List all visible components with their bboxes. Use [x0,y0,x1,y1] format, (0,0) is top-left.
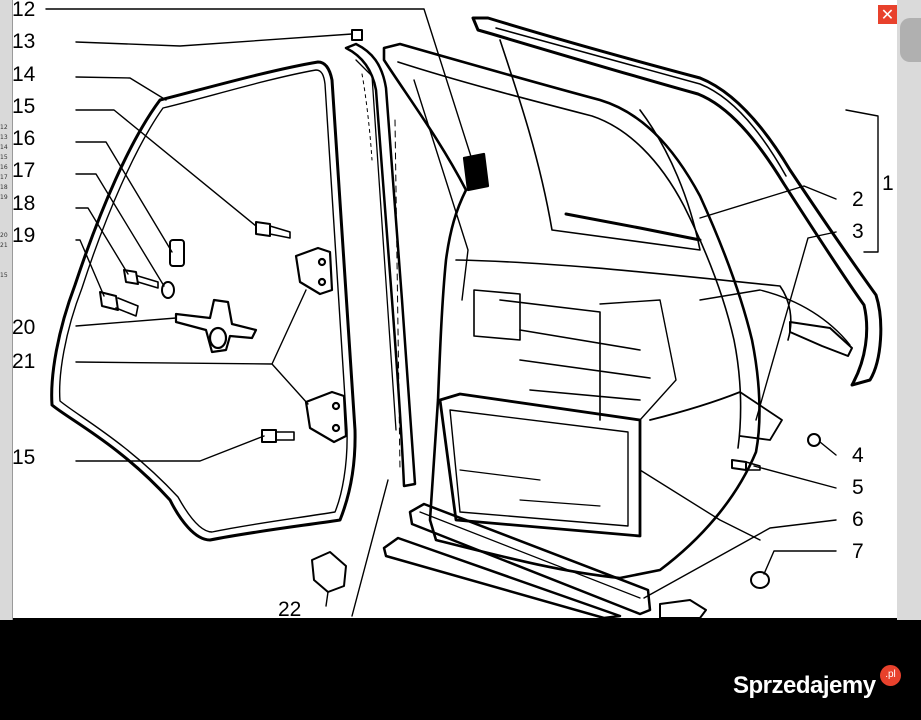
brand-logo-icon [900,18,921,62]
watermark-suffix: .pl [880,665,901,686]
strip-mark: 18 [0,184,8,191]
latch-bracket [789,321,853,357]
strip-mark: 19 [0,194,8,201]
bolt-18 [123,269,159,289]
callout-16: 16 [13,127,35,150]
close-icon: ✕ [880,5,895,24]
callout-18: 18 [13,192,35,215]
callout-15-lower: 15 [13,446,35,469]
bolt-15-upper [255,221,291,239]
callout-3: 3 [852,220,864,243]
bolt-15-lower [261,429,295,443]
washer-17 [161,281,175,299]
bracket-22 [311,551,347,593]
hinge-lower [304,390,348,444]
strip-mark: 14 [0,144,8,151]
left-thumbnail-strip: 12 13 14 15 16 17 18 19 20 21 15 [0,0,13,620]
callout-17: 17 [13,159,35,182]
bolt-19 [99,291,139,317]
door-check [174,298,258,354]
lower-latch [659,599,707,618]
washer-4 [807,433,821,447]
callout-19: 19 [13,224,35,247]
door-glass [50,60,357,542]
strip-mark: 15 [0,272,8,279]
button-12 [462,152,490,192]
callout-22: 22 [278,598,301,618]
callout-21: 21 [13,350,35,373]
close-button[interactable]: ✕ [878,5,897,24]
callout-4: 4 [852,444,864,467]
door-outer-seal [471,16,883,387]
strip-mark: 15 [0,154,8,161]
strip-mark: 21 [0,242,8,249]
callout-12: 12 [13,0,35,21]
strip-mark: 20 [0,232,8,239]
callout-14: 14 [13,63,36,86]
watermark-logo: Sprzedajemy [733,672,876,699]
right-strip [897,0,921,620]
leader-lines [45,8,879,617]
callout-6: 6 [852,508,864,531]
callout-1: 1 [882,172,894,195]
strip-mark: 16 [0,164,8,171]
door-inner-structure [382,39,851,580]
strip-mark: 13 [0,134,8,141]
plug-7 [750,571,770,589]
door-exploded-diagram: 12 13 14 15 16 17 18 19 20 21 15 22 1 2 … [13,0,894,618]
screw-5 [731,459,761,471]
callout-2: 2 [852,188,864,211]
clip-13 [351,29,363,41]
callout-20: 20 [13,316,35,339]
callout-7: 7 [852,540,864,563]
bushing-16 [169,239,185,267]
strip-mark: 12 [0,124,8,131]
strip-mark: 17 [0,174,8,181]
hinge-upper [294,246,334,296]
diagram-canvas: 12 13 14 15 16 17 18 19 20 21 15 22 1 2 … [13,0,897,618]
callout-13: 13 [13,30,35,53]
glass-run-channel [344,42,417,488]
callout-15: 15 [13,95,35,118]
callout-5: 5 [852,476,864,499]
door-sill-trim [382,502,652,618]
